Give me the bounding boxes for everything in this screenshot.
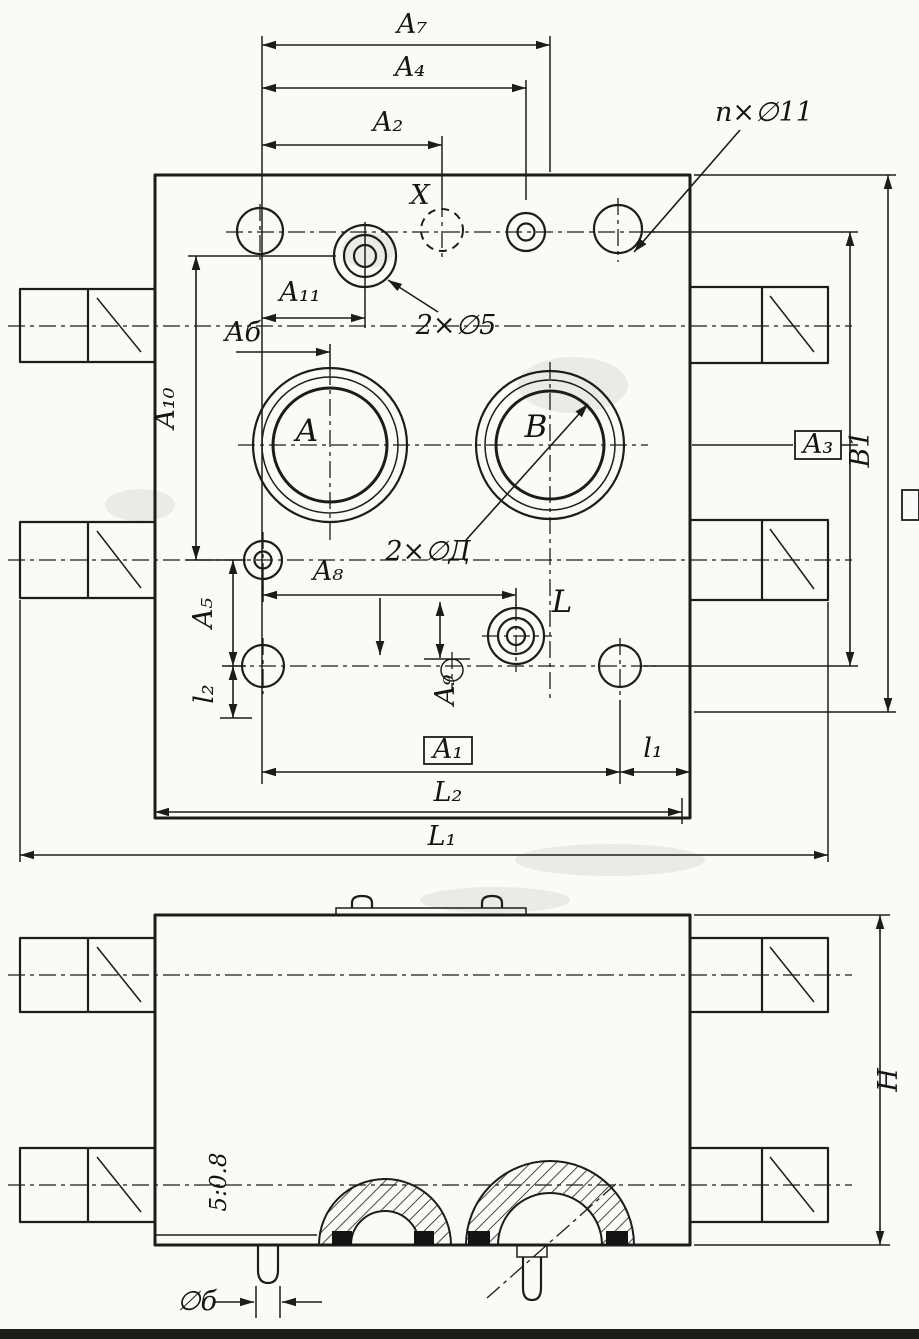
callout-2-d5: 2×∅5 [415, 310, 497, 341]
scan-edge [0, 1329, 919, 1339]
cavity-dome-left [317, 1178, 453, 1246]
dia-b-label: ∅б [177, 1286, 218, 1317]
dim-a5-label: A₅ [188, 598, 219, 631]
dim-a7-label: A₇ [394, 9, 427, 40]
port-l-label: L [551, 584, 573, 620]
groove-label: 5:0.8 [206, 1153, 232, 1212]
port-cavities [317, 1160, 636, 1246]
bolt-hole [597, 643, 643, 689]
dim-a2-label: A₂ [370, 107, 403, 138]
datum-box-a1 [423, 736, 473, 765]
callout-n-d11: п×∅11 [715, 97, 813, 128]
stud [480, 894, 504, 908]
bolt-hole [592, 203, 644, 255]
dim-a3-label: A₃ [800, 429, 833, 460]
datum-box-a3 [794, 430, 842, 460]
dim-L2-label: L₂ [433, 777, 463, 808]
seal-ring [468, 1231, 490, 1245]
dim-a4-label: A₄ [392, 52, 425, 83]
dim-a9-label: A₉ [430, 675, 461, 708]
bolt-hole [235, 206, 285, 256]
port-b-label: B [524, 409, 548, 445]
callout-2-dD: 2×∅Д [384, 536, 471, 567]
dim-a10-label: A₁₀ [150, 387, 181, 431]
centerlines [8, 198, 852, 700]
dim-b1-label: B1 [845, 430, 876, 468]
port-b-feature [474, 369, 626, 521]
top-studs [335, 894, 527, 916]
dim-L1-label: L₁ [427, 821, 457, 852]
mounting-lug-top-right [688, 285, 830, 365]
seal-ring [414, 1231, 434, 1245]
dim-h-label: H [873, 1068, 904, 1093]
stud [350, 894, 374, 908]
seal-ring [332, 1231, 352, 1245]
leader-2-dD [465, 403, 589, 541]
port-a-label: A [293, 413, 318, 449]
dim-a1-label: A₁ [430, 734, 463, 765]
front-centerlines [8, 974, 852, 1299]
small-hole [505, 211, 547, 253]
bottom-pins [256, 1244, 548, 1302]
leader-n-d11 [633, 129, 741, 253]
dimension-lines [19, 36, 919, 862]
top-view: A₇ A₄ A₂ X п×∅11 A₁₁ 2×∅5 Aб A₁₀ A B 2×∅… [8, 9, 919, 862]
seal-ring [606, 1231, 628, 1245]
scan-artifacts [105, 232, 705, 913]
plate-outline [153, 173, 692, 820]
leader-2-d5 [387, 279, 439, 313]
port-l-feature [486, 606, 546, 666]
locating-pin [521, 1257, 543, 1302]
cutoff-datum-box [901, 489, 919, 521]
dim-l1-label: l₁ [643, 733, 662, 764]
dim-a6-label: Aб [222, 317, 261, 348]
cavity-dome-right [464, 1160, 636, 1246]
port-x-label: X [408, 180, 431, 211]
front-view: H 5:0.8 ∅б [8, 894, 904, 1318]
port-x-hole [420, 208, 464, 252]
front-dimensions [214, 914, 890, 1318]
dim-a11-label: A₁₁ [276, 277, 320, 308]
dim-l2-label: l₂ [189, 684, 220, 703]
dim-a8-label: A₈ [310, 556, 343, 587]
locating-pin [256, 1245, 280, 1285]
